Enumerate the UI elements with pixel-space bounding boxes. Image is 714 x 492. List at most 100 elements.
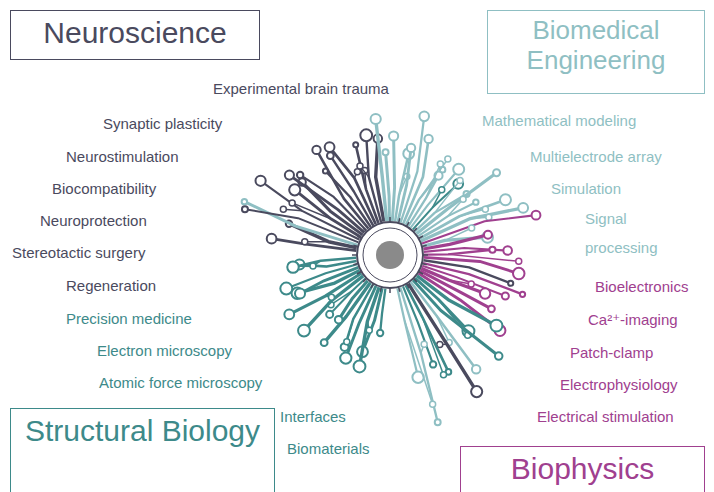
trace-pad <box>321 339 328 346</box>
trace-pad <box>280 206 286 212</box>
topic-label: Patch-clamp <box>570 344 653 362</box>
trace-pad <box>407 144 415 152</box>
field-title: Neuroscience <box>43 16 226 51</box>
trace-pad <box>424 135 432 143</box>
field-title-box: Neuroscience <box>10 10 260 60</box>
trace-pad <box>335 316 343 324</box>
trace-pad <box>357 163 363 169</box>
topic-label: Ca²⁺-imaging <box>588 311 678 329</box>
circuit-trace <box>413 280 499 356</box>
topic-label: Interfaces <box>280 408 346 426</box>
trace-pad <box>493 169 500 176</box>
trace-pad <box>298 325 310 337</box>
circuit-trace <box>403 286 433 364</box>
trace-pad <box>453 164 464 175</box>
topic-label: Regeneration <box>66 277 156 295</box>
topic-label: Biocompatibility <box>52 180 156 198</box>
trace-pad <box>256 176 266 186</box>
circuit-trace <box>408 284 476 392</box>
circuit-trace <box>422 266 505 296</box>
trace-pad <box>457 177 463 183</box>
circuit-trace <box>397 288 418 377</box>
topic-label: Electrophysiology <box>560 376 678 394</box>
circuit-trace <box>421 208 523 241</box>
trace-pad <box>289 200 295 206</box>
trace-pad <box>520 292 525 297</box>
trace-pad <box>267 234 277 244</box>
trace-pad <box>508 281 513 286</box>
circuit-trace <box>376 119 387 221</box>
trace-pad <box>445 156 451 162</box>
field-title: Biomedical Engineering <box>498 16 694 76</box>
topic-label: Signal processing <box>585 205 680 262</box>
trace-pad <box>323 168 328 173</box>
trace-pad <box>242 199 247 204</box>
trace-pad <box>354 361 366 373</box>
trace-pad <box>482 206 488 212</box>
field-title-box: Structural Biology <box>10 408 275 492</box>
trace-pad <box>326 311 333 318</box>
trace-pad <box>325 142 335 152</box>
trace-pad <box>295 288 305 298</box>
trace-pad <box>310 263 316 269</box>
topic-label: Electrical stimulation <box>537 408 674 426</box>
trace-pad <box>532 211 541 220</box>
trace-pad <box>360 129 372 141</box>
trace-pad <box>328 294 334 300</box>
circuit-trace <box>386 152 390 221</box>
trace-pad <box>472 365 480 373</box>
trace-pad <box>353 142 358 147</box>
circuit-trace <box>423 235 487 249</box>
trace-pad <box>503 246 512 255</box>
trace-pad <box>289 184 300 195</box>
circuit-trace <box>403 139 428 224</box>
topic-label: Neurostimulation <box>66 148 179 166</box>
circuit-trace <box>293 258 356 267</box>
trace-pad <box>490 320 502 332</box>
trace-pad <box>437 161 443 167</box>
trace-pad <box>383 149 389 155</box>
trace-fork <box>419 159 448 200</box>
trace-pad <box>516 258 522 264</box>
trace-pad <box>287 261 298 272</box>
topic-label: Precision medicine <box>66 310 192 328</box>
trace-pad <box>473 199 478 204</box>
trace-pad <box>439 187 445 193</box>
field-title-box: Biophysics <box>460 446 705 492</box>
trace-pad <box>421 341 427 347</box>
trace-pad <box>495 352 503 360</box>
circuit-trace <box>400 287 437 422</box>
topic-label: Neuroprotection <box>40 212 147 230</box>
trace-pad <box>340 352 351 363</box>
trace-pad <box>377 330 383 336</box>
central-chip <box>357 222 423 288</box>
circuit-trace <box>424 250 492 255</box>
circuit-traces <box>242 112 541 426</box>
trace-pad <box>302 239 308 245</box>
field-title: Structural Biology <box>25 414 260 449</box>
trace-pad <box>488 305 495 312</box>
trace-pad <box>366 327 372 333</box>
trace-fork <box>404 320 432 404</box>
trace-pad <box>471 386 482 397</box>
trace-pad <box>284 309 294 319</box>
topic-label: Stereotactic surgery <box>12 244 145 262</box>
trace-pad <box>441 372 447 378</box>
trace-pad <box>502 292 509 299</box>
trace-pad <box>460 196 466 202</box>
topic-label: Experimental brain trauma <box>213 80 389 98</box>
trace-pad <box>468 281 474 287</box>
trace-pad <box>513 268 525 280</box>
topic-label: Bioelectronics <box>595 278 688 296</box>
field-title: Biophysics <box>511 452 654 487</box>
topic-label: Biomaterials <box>287 440 370 458</box>
field-title-box: Biomedical Engineering <box>487 10 705 94</box>
circuit-trace <box>289 175 364 233</box>
trace-pad <box>280 283 292 295</box>
trace-pad <box>489 247 495 253</box>
topic-label: Atomic force microscopy <box>99 374 262 392</box>
trace-pad <box>486 214 492 220</box>
circuit-trace <box>392 136 394 221</box>
chip-ring <box>363 228 417 282</box>
trace-pad <box>518 203 528 213</box>
